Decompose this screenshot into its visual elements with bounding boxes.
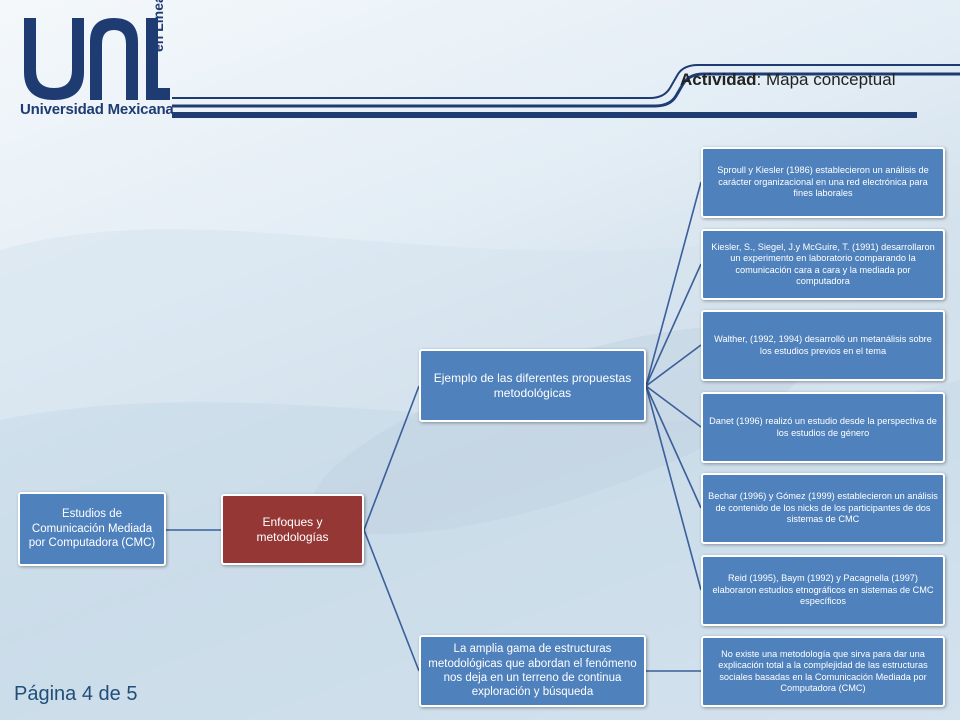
activity-title: Actividad: Mapa conceptual — [680, 70, 895, 90]
node-leaf-no-existe: No existe una metodología que sirva para… — [701, 636, 945, 707]
node-leaf-kiesler: Kiesler, S., Siegel, J.y McGuire, T. (19… — [701, 229, 945, 300]
header-rule — [172, 64, 960, 118]
node-leaf-danet: Danet (1996) realizó un estudio desde la… — [701, 392, 945, 463]
connector-ejemplo-leaf4 — [645, 385, 702, 428]
activity-value: Mapa conceptual — [761, 70, 896, 89]
page-number: Página 4 de 5 — [14, 683, 138, 705]
activity-separator: : — [756, 70, 762, 89]
node-root: Estudios de Comunicación Mediada por Com… — [18, 492, 166, 566]
node-amplia: La amplia gama de estructuras metodológi… — [419, 635, 646, 707]
brand-name: Universidad Mexicana — [20, 101, 174, 118]
connector-ejemplo-leaf6 — [645, 385, 702, 591]
node-enfoques: Enfoques y metodologías — [221, 494, 364, 565]
connector-ejemplo-leaf3 — [645, 344, 702, 387]
connector-enfoques-amplia — [363, 529, 420, 672]
connector-ejemplo-leaf5 — [645, 385, 702, 509]
connector-ejemplo-leaf2 — [645, 263, 702, 387]
university-logo — [24, 18, 170, 100]
connector-ejemplo-leaf1 — [645, 181, 702, 387]
connector-enfoques-ejemplo — [363, 385, 420, 531]
node-leaf-walther: Walther, (1992, 1994) desarrolló un meta… — [701, 310, 945, 381]
node-leaf-reid: Reid (1995), Baym (1992) y Pacagnella (1… — [701, 555, 945, 626]
activity-label: Actividad — [680, 70, 757, 89]
node-leaf-bechar: Bechar (1996) y Gómez (1999) establecier… — [701, 473, 945, 544]
header: en Línea Universidad Mexicana Actividad:… — [0, 0, 960, 125]
node-leaf-sproull: Sproull y Kiesler (1986) establecieron u… — [701, 147, 945, 218]
node-ejemplo: Ejemplo de las diferentes propuestas met… — [419, 349, 646, 422]
